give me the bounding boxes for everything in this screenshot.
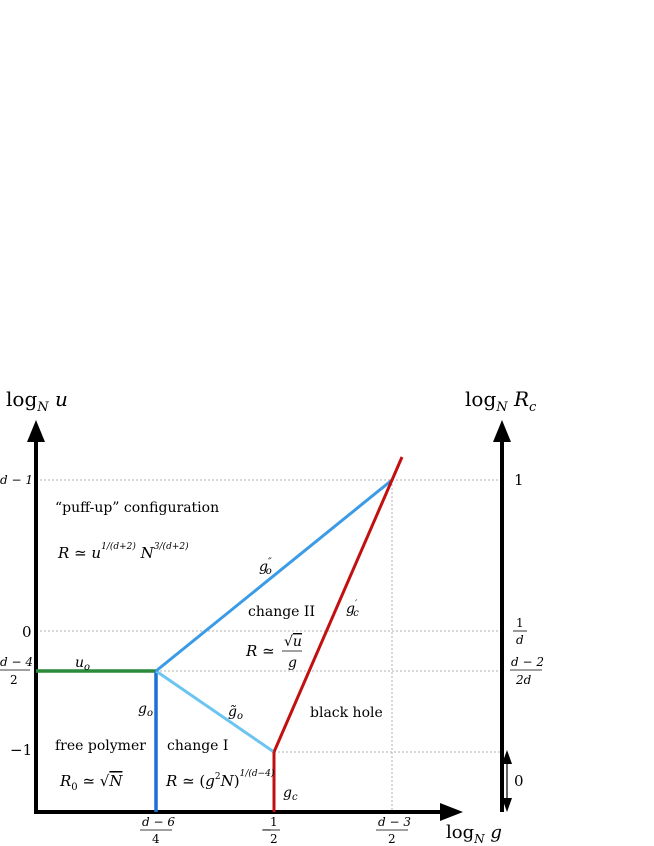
region-change2-num: √u bbox=[284, 634, 302, 650]
region-change2-title: change II bbox=[248, 604, 315, 620]
x-axis-arrow bbox=[440, 803, 463, 821]
line-g-c-prime bbox=[272, 456, 404, 753]
tick-bottom-c-den: 2 bbox=[388, 832, 396, 846]
region-bh-title: black hole bbox=[310, 705, 383, 721]
region-change1-title: change I bbox=[167, 738, 228, 754]
tick-left-mid-num: d − 4 bbox=[0, 655, 33, 669]
tick-bottom-a-num: d − 6 bbox=[142, 815, 175, 829]
range-arrow-down bbox=[502, 798, 512, 812]
label-u-o: uo bbox=[75, 655, 90, 673]
tick-left-zero: 0 bbox=[22, 623, 32, 641]
y-right-axis-title: logN Rc bbox=[465, 387, 537, 415]
region-change1-formula: R ≃ (g2N)1/(d−4) bbox=[165, 768, 275, 790]
tick-right-zero: 0 bbox=[514, 772, 524, 790]
tick-left-mid-den: 2 bbox=[10, 673, 18, 687]
tick-left-minus-1: −1 bbox=[10, 741, 32, 759]
label-g-c-prime: g′c bbox=[346, 599, 359, 619]
region-change2-den: g bbox=[288, 655, 297, 671]
tick-bottom-b-num: 1 bbox=[270, 815, 278, 829]
label-g-o-tilde: g̃o bbox=[228, 704, 243, 722]
y-axis-right-arrow bbox=[493, 420, 511, 442]
tick-right-r3-den: 2d bbox=[515, 673, 532, 687]
tick-right-one: 1 bbox=[514, 471, 524, 489]
range-arrow-up bbox=[502, 750, 512, 764]
tick-bottom-c-num: d − 3 bbox=[378, 815, 411, 829]
tick-bottom-a-den: 4 bbox=[152, 832, 160, 846]
region-puff-title: “puff-up” configuration bbox=[55, 500, 219, 516]
region-free-formula: R0 ≃ √N bbox=[59, 772, 123, 793]
tick-right-r2-den: d bbox=[516, 633, 524, 647]
region-free-title: free polymer bbox=[55, 738, 146, 754]
label-g-o-dprime: g″o bbox=[259, 557, 272, 577]
tick-bottom-b-den: 2 bbox=[270, 832, 278, 846]
line-g-o-dprime bbox=[155, 478, 393, 673]
tick-right-r2-num: 1 bbox=[516, 616, 524, 630]
label-g-c: gc bbox=[283, 785, 298, 803]
label-g-o: go bbox=[138, 701, 153, 719]
tick-right-r3-num: d − 2 bbox=[511, 655, 544, 669]
tick-left-d-minus-1: d − 1 bbox=[0, 473, 33, 487]
guide-lines bbox=[36, 479, 500, 812]
region-change2-formula: R ≃ bbox=[245, 642, 275, 660]
tick-bottom-b-sign: − bbox=[261, 823, 272, 838]
y-axis-left-arrow bbox=[27, 420, 45, 442]
y-left-axis-title: logN u bbox=[6, 387, 68, 415]
region-puff-formula: R ≃ u1/(d+2) N3/(d+2) bbox=[57, 541, 189, 562]
x-axis-title: logN g bbox=[446, 822, 502, 846]
line-g-o-tilde bbox=[155, 669, 275, 754]
